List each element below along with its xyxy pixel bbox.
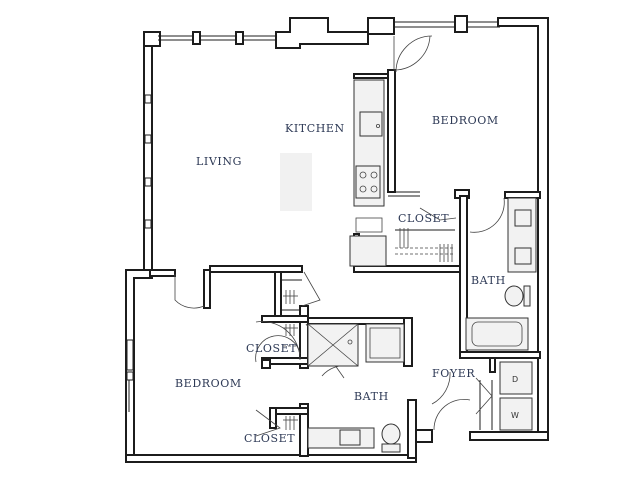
dryer-icon xyxy=(499,361,533,395)
interior-walls xyxy=(149,69,541,459)
room-label-closet-bottom: CLOSET xyxy=(244,432,295,445)
outer-walls xyxy=(125,15,549,463)
room-label-bath-right: BATH xyxy=(471,274,506,287)
kitchen-fixtures xyxy=(280,79,387,267)
room-label-bedroom-top: BEDROOM xyxy=(432,114,499,127)
closet-top-shelves xyxy=(395,207,457,262)
kitchen-sink-icon xyxy=(359,111,383,137)
washer-label: W xyxy=(511,411,519,420)
lower-bath-tub-icon xyxy=(365,323,405,363)
dryer-label: D xyxy=(512,375,518,384)
washer-icon xyxy=(499,397,533,431)
lower-bath-fixtures xyxy=(307,323,405,453)
lower-closet-shelves xyxy=(283,290,298,430)
room-label-living: LIVING xyxy=(196,155,242,168)
sink-icon xyxy=(514,247,532,265)
room-label-bath-bottom: BATH xyxy=(354,390,389,403)
room-labels: LIVING KITCHEN BEDROOM CLOSET BATH FOYER… xyxy=(175,114,519,445)
range-icon xyxy=(355,165,381,199)
room-label-bedroom-bottom: BEDROOM xyxy=(175,377,242,390)
lower-toilet-icon xyxy=(381,423,401,445)
room-label-kitchen: KITCHEN xyxy=(285,122,345,135)
laundry xyxy=(499,361,533,431)
doors xyxy=(174,35,505,437)
toilet-icon xyxy=(504,285,524,307)
bathtub-icon xyxy=(465,317,529,351)
room-label-foyer: FOYER xyxy=(432,367,475,380)
room-label-closet-top: CLOSET xyxy=(398,212,449,225)
lower-sink-icon xyxy=(339,429,361,446)
sink-icon xyxy=(514,209,532,227)
right-bath-fixtures xyxy=(465,197,537,351)
kitchen-island xyxy=(280,153,312,211)
refrigerator-icon xyxy=(349,235,387,267)
room-label-closet-mid: CLOSET xyxy=(246,342,297,355)
